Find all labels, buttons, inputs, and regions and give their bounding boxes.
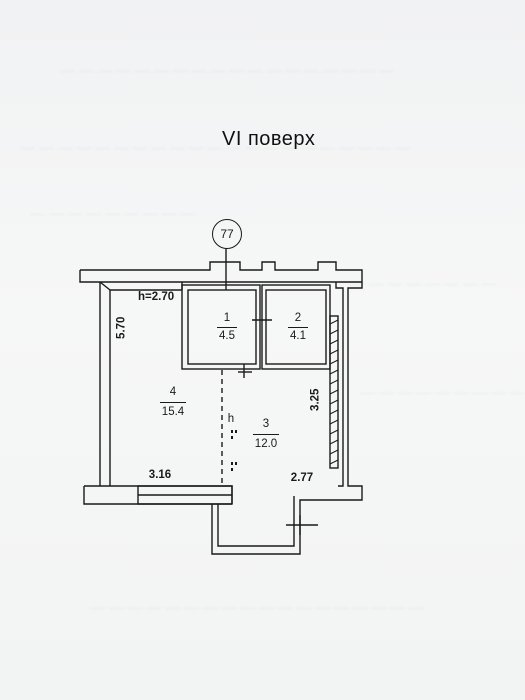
dimension-bottom-left: 3.16 — [148, 469, 172, 481]
room-4-area: 15.4 — [161, 406, 185, 418]
room-1-area: 4.5 — [219, 330, 235, 342]
dimension-left-height: 5.70 — [115, 316, 128, 339]
top-wall-outer — [79, 270, 362, 283]
dimension-bottom-right: 2.77 — [290, 472, 314, 484]
axis-marker: 77 — [212, 219, 242, 249]
right-window-hatch — [329, 319, 339, 465]
room-2-number: 2 — [294, 312, 302, 324]
room-3-number: 3 — [262, 418, 270, 430]
room-4-number: 4 — [169, 386, 177, 398]
right-wall-thickness — [338, 282, 363, 501]
room-4-fraction-line — [160, 402, 186, 403]
room-1-inner-walls — [187, 289, 257, 365]
room-2-area: 4.1 — [290, 330, 306, 342]
floor-title: VI поверх — [222, 128, 316, 150]
room-1-number: 1 — [223, 312, 231, 324]
bleed-through-text: — — — — — — — — — [350, 276, 497, 292]
opening-marks — [231, 430, 237, 471]
right-window — [329, 315, 339, 469]
opening-mark: h — [227, 413, 235, 425]
room-3-fraction-line — [253, 434, 279, 435]
bleed-through-text: — — — — — — — — — — [360, 385, 525, 401]
room-3-area: 12.0 — [254, 438, 278, 450]
left-wall-corner — [99, 281, 111, 291]
dimension-right-height: 3.25 — [309, 388, 322, 411]
bleed-through-text: — — — — — — — — — — — — — — — — — — — [90, 600, 424, 616]
top-wall-inner — [80, 261, 363, 282]
room-2-fraction-line — [288, 327, 308, 328]
bleed-through-text: — — — — — — — — — — — — — — — — — — — [60, 63, 394, 79]
room-2-inner-walls — [265, 289, 327, 365]
bleed-through-text: — — — — — — — — — — [30, 206, 195, 222]
room-1-walls — [181, 284, 261, 370]
right-wall-outer — [335, 282, 344, 487]
ceiling-height-label: h=2.70 — [138, 291, 175, 303]
bleed-through-text: — — — — — — — — — — — — — — — — — — — — … — [20, 140, 410, 156]
balcony-outer — [211, 499, 338, 555]
room-1-fraction-line — [217, 327, 237, 328]
balcony-inner — [217, 496, 295, 547]
